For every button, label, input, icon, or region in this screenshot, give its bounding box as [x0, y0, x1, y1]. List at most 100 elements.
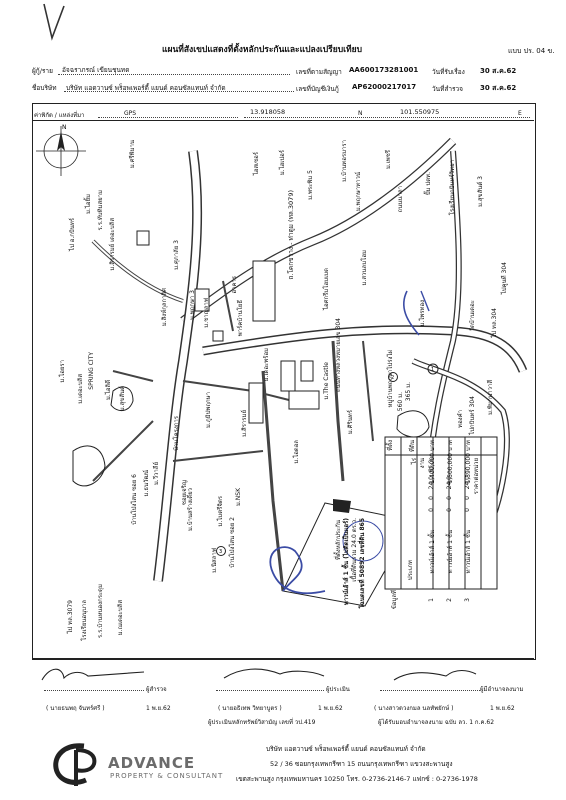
- table-header-0: ข้อมูลที่: [391, 590, 398, 610]
- village-label: ม.เพชรี: [385, 150, 392, 170]
- table-header-1: ประเภท: [407, 560, 414, 581]
- village-label: ม.เดอะพร้อม: [263, 348, 270, 382]
- table-title: ที่ตั้ง: [387, 440, 394, 451]
- lane-label: บ้านโป่งไสน ซอย 6: [131, 474, 138, 525]
- borrower-label: ผู้กู้/ราย: [32, 67, 53, 75]
- hwy304-right1: ไป ทล.304: [491, 308, 498, 338]
- longitude: 101.550975: [400, 108, 440, 116]
- village-label: ม.วีวาลีย์: [153, 462, 160, 486]
- village-label: ม.ภูมิปพฤกษา: [205, 392, 212, 429]
- table-row-2-rai: 0: [446, 508, 453, 512]
- position-label: ค่าพิกัด / แหล่งที่มา: [34, 112, 85, 119]
- table-sub-header: ที่ดิน: [409, 440, 416, 452]
- table-row-1-rai: 0: [428, 508, 435, 512]
- village-label: ม.ศรีพิมาน: [129, 140, 136, 169]
- hosp-label: หมู่บ้านพฤกษาโปร่งไผ่: [387, 350, 394, 408]
- surveyor-line: [44, 690, 144, 691]
- map-label-bakery: ไอศกรีมโฮมเมด: [323, 268, 330, 310]
- svg-text:3: 3: [219, 549, 222, 555]
- surveyor-signature: [41, 668, 145, 681]
- to-kabin-label: ไป อ.กบินทร์: [69, 218, 76, 251]
- appraiser-name: ( นายอธิเทพ วิทยาบูตร ): [218, 705, 282, 712]
- map-frame: [32, 103, 536, 660]
- approver-line: [380, 690, 480, 691]
- hwy304-right2: ไปกบินทร์ 304: [469, 396, 476, 435]
- approver-signature: [393, 669, 477, 681]
- village-label: ม.พิมานาวาสี: [487, 380, 494, 416]
- received-label: วันที่รับเรื่อง: [432, 68, 465, 76]
- village-label: ม.The Castle: [323, 362, 330, 400]
- brand-name: ADVANCE: [108, 754, 196, 772]
- table-row-3-ngan: 0: [464, 496, 471, 500]
- coord-line: [244, 117, 530, 118]
- village-label: ม.ชาญลาฟ: [203, 298, 210, 328]
- village-label: ม.ศิรินทร์: [347, 410, 354, 435]
- appraiser-label: ผู้ประเมิน: [326, 686, 350, 693]
- approver-title: ผู้ได้รับมอบอำนาจลงนาม ฉบับ ลว. 1 ก.ค.62: [378, 719, 495, 726]
- table-row-1-type: ทาวน์เฮ้าส์ 1 ชั้น: [429, 530, 436, 574]
- village-label: ม.ไอดอล: [293, 440, 300, 464]
- spring-city-label: SPRING CITY: [88, 352, 95, 390]
- table-row-1-no: 1: [428, 598, 435, 602]
- appraiser-license: ผู้ประเมินหลักทรัพย์วิสามัญ เลขที่ วป.41…: [208, 719, 316, 726]
- village-label: ม.ณเดอะบลิส: [117, 600, 124, 636]
- table-row-3-rai: 0: [464, 508, 471, 512]
- surveyor-name: ( นายธนพฤ จันทร์ศรี ): [46, 705, 105, 712]
- latitude: 13.918058: [250, 108, 286, 116]
- doc-no: AA600173281001: [349, 66, 419, 74]
- company-line: [64, 91, 294, 92]
- brand-subtitle: PROPERTY & CONSULTANT: [110, 772, 224, 780]
- page-title: แผนที่สังเขปแสดงที่ตั้งหลักประกันและแปลง…: [162, 45, 362, 55]
- survey-date: 30 ส.ค.62: [480, 84, 517, 92]
- position-source: GPS: [124, 110, 137, 117]
- village-label: ม.บ้านทอรมารา: [341, 140, 348, 182]
- signature-divider: [32, 658, 534, 659]
- village-label: ม.นิสลาฟ: [211, 548, 218, 573]
- village-label: ม.สิรารมย์: [241, 410, 248, 437]
- handwritten-mark: [43, 3, 65, 41]
- village-label: ม.ไอยรา: [59, 360, 66, 383]
- map-label-kfc2: ม.ไอยิ้ม: [85, 194, 92, 214]
- village-label: ม.สุขสันต์: [119, 386, 126, 412]
- position-line: [98, 117, 238, 118]
- appraiser-date: 1 พ.ย.62: [318, 705, 343, 712]
- received-date: 30 ส.ค.62: [480, 67, 517, 75]
- appraiser-line: [216, 690, 324, 691]
- hwy304-right3: ไปคูนที 304: [501, 262, 508, 295]
- map-label-bldg: อาคาร: [231, 276, 238, 294]
- borrower-name: อัจฉราภรณ์ เขียนชุนทด: [62, 66, 130, 74]
- village-label: ม.ธนวัฒน์: [143, 470, 150, 497]
- survey-label: วันที่สำรวจ: [432, 85, 463, 93]
- approver-label: ผู้มีอำนาจลงนาม: [480, 686, 524, 693]
- village-label: ม.ไพรทอง: [419, 300, 426, 327]
- map-label-plotdist: 560 ม.: [397, 392, 404, 412]
- company-name: บริษัท แอดวานซ์ พร็อพเพอร์ตี้ แยนด์ คอนซ…: [66, 84, 226, 92]
- svg-text:N: N: [62, 124, 67, 131]
- map-label-lane2: ซอยเจริญ: [181, 480, 188, 506]
- company-logo-icon: [53, 743, 97, 786]
- appraiser-signature: [223, 668, 325, 679]
- table-row-3-no: 3: [464, 598, 471, 602]
- road-label-304: ถนนทางหลวงหมายเลข 304: [335, 318, 342, 393]
- table-row-1-ngan: 0: [428, 496, 435, 500]
- latitude-unit: N: [358, 110, 363, 117]
- village-label: ม.ไฮเปอร์: [279, 150, 286, 176]
- footer-address-1: 52 / 36 ซอยกรุงเทพกรีฑา 15 ถนนกรุงเทพกรี…: [270, 760, 453, 768]
- village-label: ม.สวนลมโฮม: [361, 250, 368, 286]
- village-label: ม.สิรารมย์ เดอะบลิส: [109, 218, 116, 271]
- footer-address-2: เขตสะพานสูง กรุงเทพมหานคร 10250 โทร. 0-2…: [236, 775, 478, 783]
- go-3079-label: ไป ทล.3079: [67, 600, 74, 634]
- lane3-label: บ้านโป่งไสน ซอย 2: [229, 517, 236, 568]
- account-no: AP62000217017: [352, 83, 417, 91]
- table-row-1-price: 1,400,000 บาท: [429, 440, 436, 484]
- account-label: เลขที่บัญชีเงินกู้: [296, 85, 339, 93]
- map-label-doi: ทองคำ: [457, 410, 464, 428]
- school3-label: ร.ร.บ้านหนองกระดุม: [97, 584, 104, 639]
- village-label: ม.สุขสันต์ 3: [477, 176, 484, 208]
- village-label: ม.สิงห์กุลกาลิศ: [161, 288, 168, 327]
- pump-label: ปั๊ม ปตท.: [425, 172, 432, 196]
- map-label-kfc: ร.ร.ทับทิมสยาม: [97, 190, 104, 231]
- village-label: ม.พฤกษา 3: [189, 290, 196, 321]
- map-label-ptt: ถนนนาลา: [397, 186, 404, 213]
- village-label: ม.ไอลิตี: [105, 380, 112, 401]
